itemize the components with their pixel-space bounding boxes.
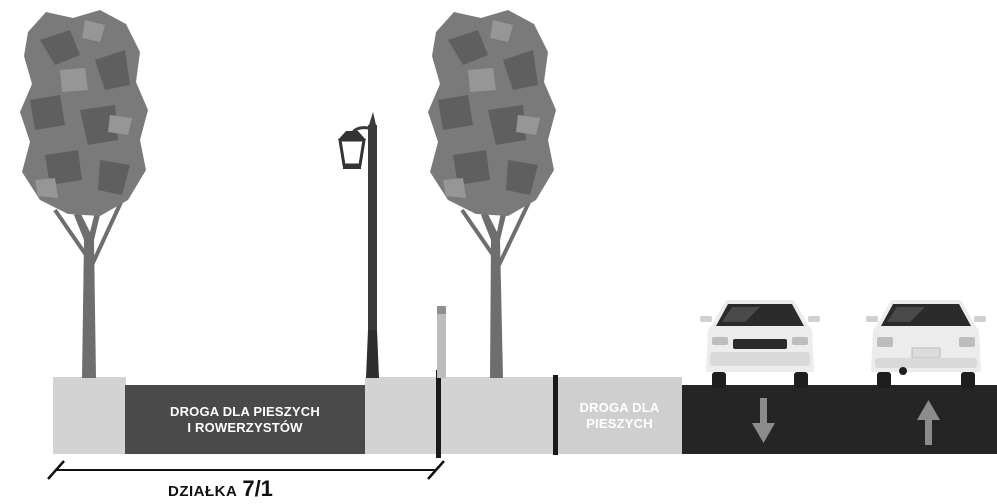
arrow-up-icon bbox=[917, 400, 940, 445]
shared-path-label-line2: I ROWERZYSTÓW bbox=[187, 420, 303, 435]
left-verge bbox=[53, 377, 126, 454]
sidewalk-label-line1: DROGA DLA bbox=[579, 400, 660, 415]
sidewalk-label-line2: PIESZYCH bbox=[586, 416, 653, 431]
bollard-icon bbox=[437, 306, 446, 378]
car-rear-icon bbox=[866, 300, 986, 388]
plot-label-number: 7/1 bbox=[242, 476, 273, 501]
arrow-down-icon bbox=[752, 398, 775, 443]
shared-path-label-line1: DROGA DLA PIESZYCH bbox=[170, 404, 320, 419]
shared-path-label: DROGA DLA PIESZYCH I ROWERZYSTÓW bbox=[125, 404, 365, 436]
tree-verge bbox=[441, 377, 553, 454]
plot-boundary-line bbox=[436, 370, 441, 458]
plot-dimension-line bbox=[47, 460, 445, 480]
tree-trunk bbox=[74, 212, 100, 378]
plot-label-word: DZIAŁKA bbox=[168, 483, 238, 500]
shared-path-surface bbox=[125, 385, 365, 454]
sidewalk-label: DROGA DLA PIESZYCH bbox=[557, 400, 682, 432]
sidewalk-surface bbox=[557, 377, 682, 454]
ground-strip bbox=[53, 370, 997, 458]
lamp-verge bbox=[365, 377, 437, 454]
tree-icon bbox=[20, 10, 148, 378]
roadway-surface bbox=[682, 385, 997, 454]
street-lamp-icon bbox=[338, 112, 379, 378]
curb-line bbox=[553, 375, 558, 455]
tree-trunk bbox=[481, 212, 506, 378]
tree-icon bbox=[428, 10, 556, 378]
car-front-icon bbox=[700, 300, 820, 388]
